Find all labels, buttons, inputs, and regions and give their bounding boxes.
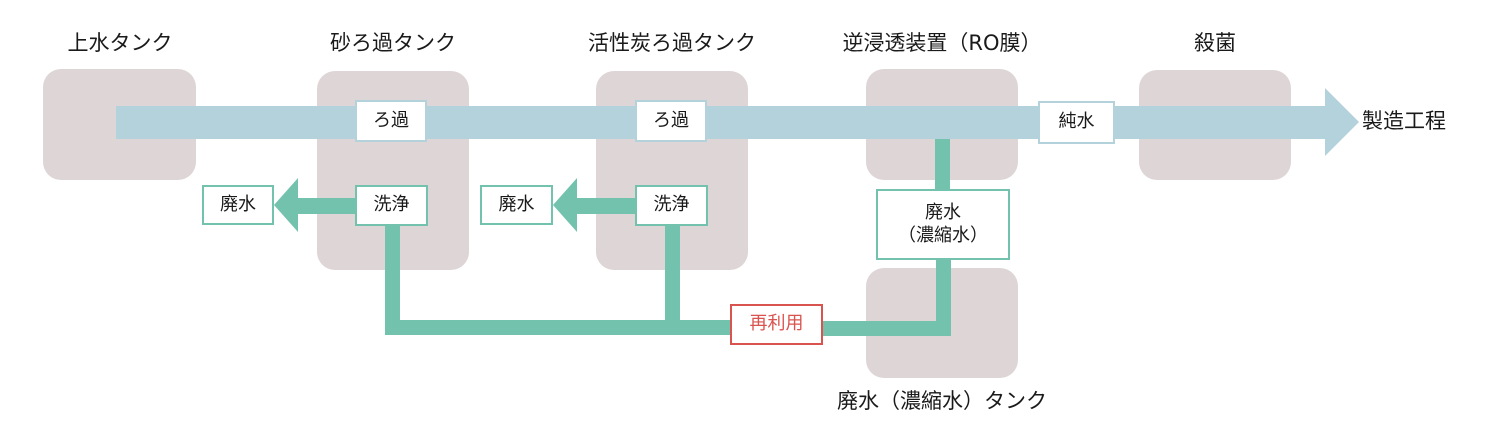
carbon-waste-pipe [576,198,636,214]
clean-water-arrowhead-icon [1325,88,1359,156]
sand-wash-label: 洗浄 [355,185,428,226]
clean-water-flow [116,106,1326,139]
sand-wash-return-pipe [385,225,400,335]
carbon-wash-label: 洗浄 [635,185,708,226]
reuse-pipe-left [385,320,735,335]
ro-unit-title: 逆浸透装置（RO膜） [842,31,1042,55]
ro-waste-line1: 廃水 [925,202,961,223]
reuse-pipe-right [820,321,951,336]
ro-waste-pipe-upper [935,139,950,191]
pure-water-label: 純水 [1038,101,1115,144]
carbon-filter-tank-title: 活性炭ろ過タンク [588,31,756,55]
destination-label: 製造工程 [1362,109,1446,133]
carbon-filtration-label: ろ過 [635,100,707,142]
reuse-label: 再利用 [730,304,823,345]
sand-waste-arrowhead-icon [274,178,298,232]
ro-waste-line2: （濃縮水） [898,224,988,246]
sand-filter-tank-title: 砂ろ過タンク [330,31,456,55]
sand-waste-pipe [296,198,356,214]
sand-waste-label: 廃水 [202,185,274,225]
ro-waste-concentrate-label: 廃水 （濃縮水） [876,189,1010,260]
carbon-waste-label: 廃水 [480,185,553,225]
ro-waste-pipe-lower [936,258,951,336]
sterilization-title: 殺菌 [1194,31,1236,55]
carbon-waste-arrowhead-icon [553,178,577,232]
carbon-wash-return-pipe [665,225,680,325]
supply-tank-title: 上水タンク [67,31,173,55]
waste-tank-title: 廃水（濃縮水）タンク [837,389,1047,413]
sand-filtration-label: ろ過 [355,100,427,142]
